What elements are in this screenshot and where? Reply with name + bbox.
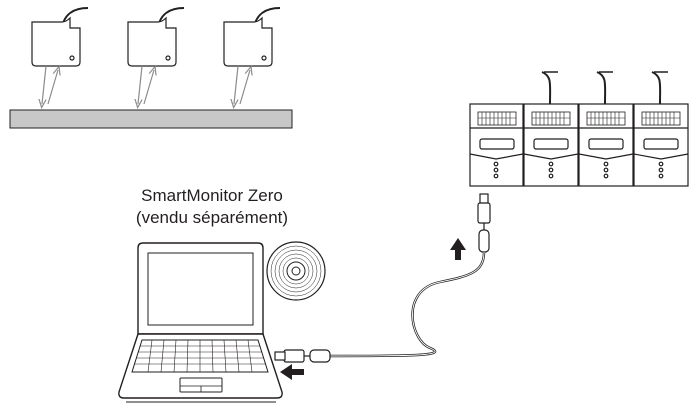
amplifier-unit-icon [469,103,524,187]
laser-sensor-icon [223,7,281,104]
connect-arrow-icon [280,364,304,380]
amplifier-unit-icon [523,71,579,187]
amplifier-unit-icon [633,71,689,187]
sensor-group [31,7,281,104]
sold-separately-label: (vendu séparément) [135,208,289,227]
connect-arrow-icon [450,238,466,260]
workpiece-bar-icon [9,109,293,129]
product-name-label: SmartMonitor Zero [141,186,283,205]
laptop-icon [118,242,283,403]
cd-rom-icon [266,241,326,301]
laser-sensor-icon [31,7,89,104]
amplifier-group [469,71,689,187]
laser-sensor-icon [127,7,185,104]
amplifier-unit-icon [578,71,634,187]
usb-cable-icon [274,193,491,363]
